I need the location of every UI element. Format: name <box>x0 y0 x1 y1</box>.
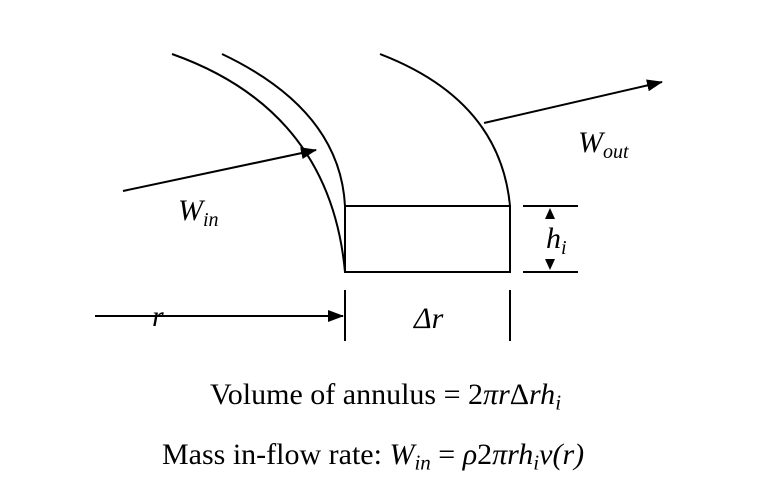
w-in-label: Win <box>178 194 219 231</box>
right-curve <box>379 53 511 207</box>
w-in-arrow <box>122 147 317 192</box>
h-label: hi <box>546 222 567 259</box>
delta-r-label: Δr <box>413 302 444 335</box>
w-out-arrow <box>483 79 663 124</box>
mass-inflow-equation: Mass in-flow rate: Win = ρ2πrhiv(r) <box>162 438 585 475</box>
r-label: r <box>152 300 164 333</box>
w-out-label: Wout <box>578 126 629 163</box>
inner-left-curve <box>221 53 346 207</box>
h-down-arrowhead <box>545 259 555 270</box>
annulus-rectangle <box>344 205 511 273</box>
outer-left-curve <box>171 53 346 273</box>
h-up-arrowhead <box>545 208 555 219</box>
volume-equation: Volume of annulus = 2πrΔrhi <box>210 378 562 415</box>
